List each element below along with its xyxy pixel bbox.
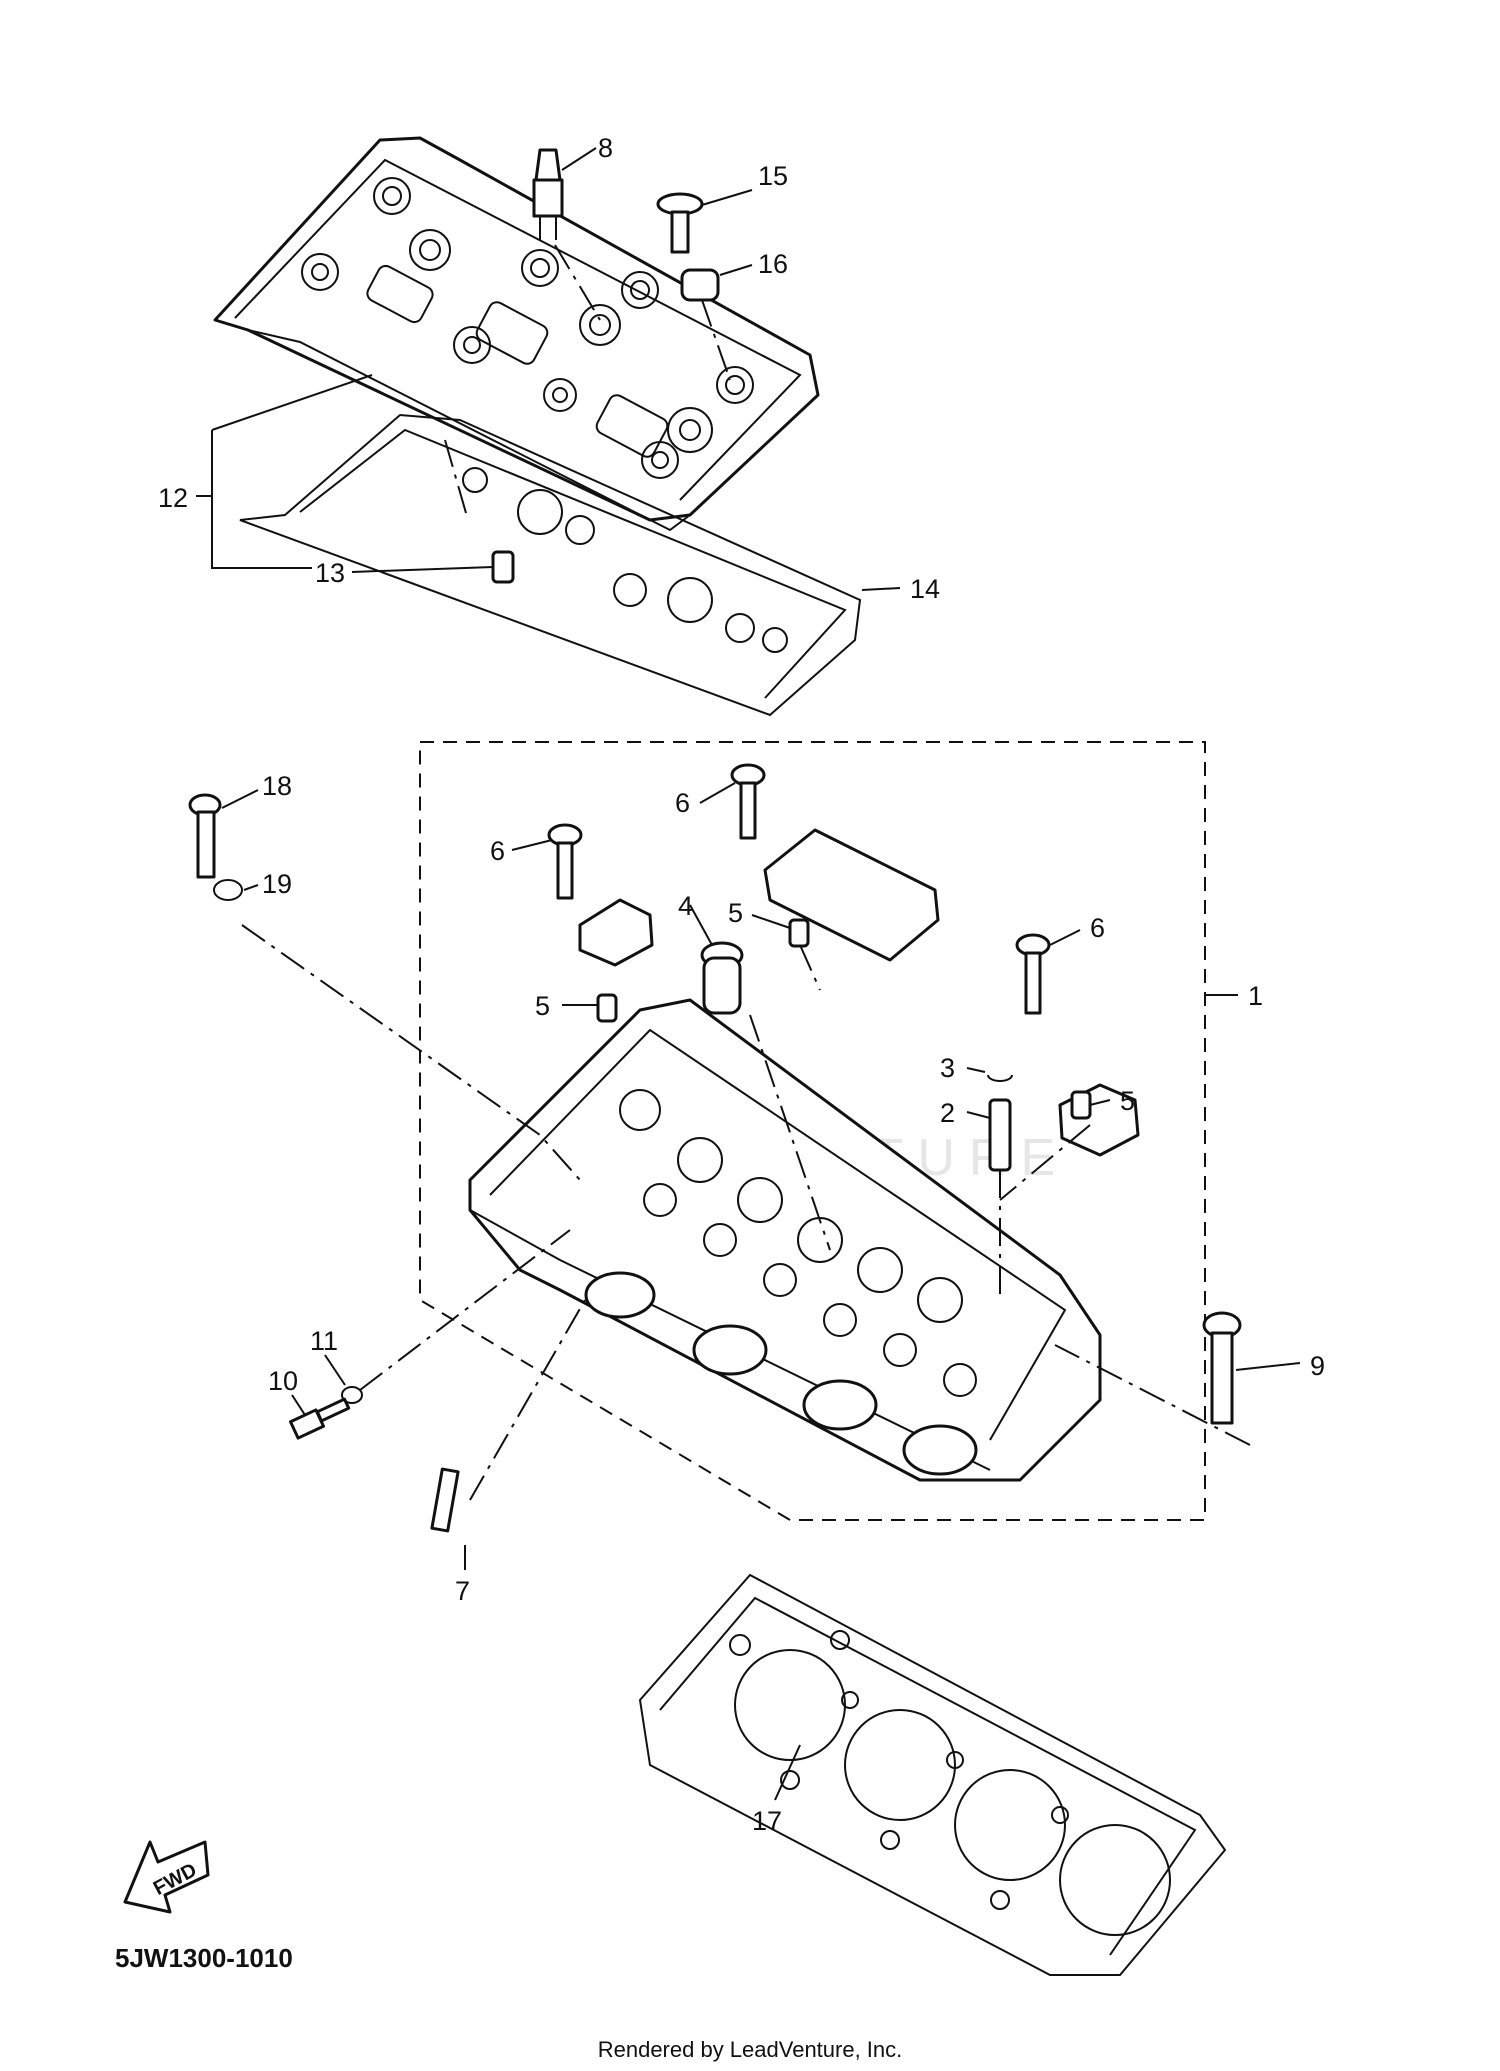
dowel-pin-13 <box>491 550 515 584</box>
cylinder-head-gasket <box>638 1573 1227 1976</box>
cylinder-head-cover <box>213 136 820 532</box>
callout-5b: 5 <box>535 991 550 1021</box>
cylinder-head-assembly-box <box>419 741 1206 1521</box>
fwd-arrow: FWD <box>123 1840 210 1914</box>
callout-13: 13 <box>315 558 345 588</box>
stud-bolt-7 <box>430 1467 460 1533</box>
callout-5a: 5 <box>728 898 743 928</box>
callout-19: 19 <box>262 869 292 899</box>
bolt-15 <box>656 192 704 254</box>
footer-credit: Rendered by LeadVenture, Inc. <box>598 2037 903 2062</box>
cam-cap-center <box>763 828 940 962</box>
callout-5c: 5 <box>1120 1086 1135 1116</box>
assembly-guide-lines <box>241 244 1251 1501</box>
callout-7: 7 <box>455 1576 470 1606</box>
bolt-18 <box>188 793 222 879</box>
spark-plug <box>532 148 564 240</box>
callout-12: 12 <box>158 483 188 513</box>
callout-9: 9 <box>1310 1351 1325 1381</box>
callout-6a: 6 <box>490 836 505 866</box>
cylinder-head <box>468 998 1102 1482</box>
washer-19 <box>213 879 243 901</box>
callout-11: 11 <box>310 1326 338 1356</box>
callout-2: 2 <box>940 1098 955 1128</box>
callout-6c: 6 <box>1090 913 1105 943</box>
callout-1: 1 <box>1248 981 1263 1011</box>
callout-3: 3 <box>940 1053 955 1083</box>
cam-cap-bolts <box>547 763 1051 1015</box>
diagram-code: 5JW1300-1010 <box>115 1943 293 1973</box>
head-cover-gasket <box>239 413 862 717</box>
circlip-3 <box>987 1074 1013 1082</box>
bolt-9 <box>1202 1311 1242 1425</box>
cam-cap-left <box>578 898 654 967</box>
callout-6b: 6 <box>675 788 690 818</box>
leader-lines <box>196 147 1301 1801</box>
callout-14: 14 <box>910 574 940 604</box>
dowel-pins-5 <box>596 918 1092 1120</box>
callout-labels: 1 2 3 4 5 5 5 6 6 6 7 8 9 10 11 12 13 14… <box>158 133 1325 1836</box>
valve-guide-2 <box>988 1098 1012 1172</box>
callout-15: 15 <box>758 161 788 191</box>
grommet-16 <box>680 268 720 302</box>
plug-4 <box>700 941 744 1015</box>
washer-11 <box>341 1386 363 1404</box>
callout-18: 18 <box>262 771 292 801</box>
callout-10: 10 <box>268 1366 298 1396</box>
callout-4: 4 <box>678 891 693 921</box>
callout-17: 17 <box>752 1806 782 1836</box>
callout-8: 8 <box>598 133 613 163</box>
bolt-10 <box>289 1397 351 1440</box>
callout-16: 16 <box>758 249 788 279</box>
